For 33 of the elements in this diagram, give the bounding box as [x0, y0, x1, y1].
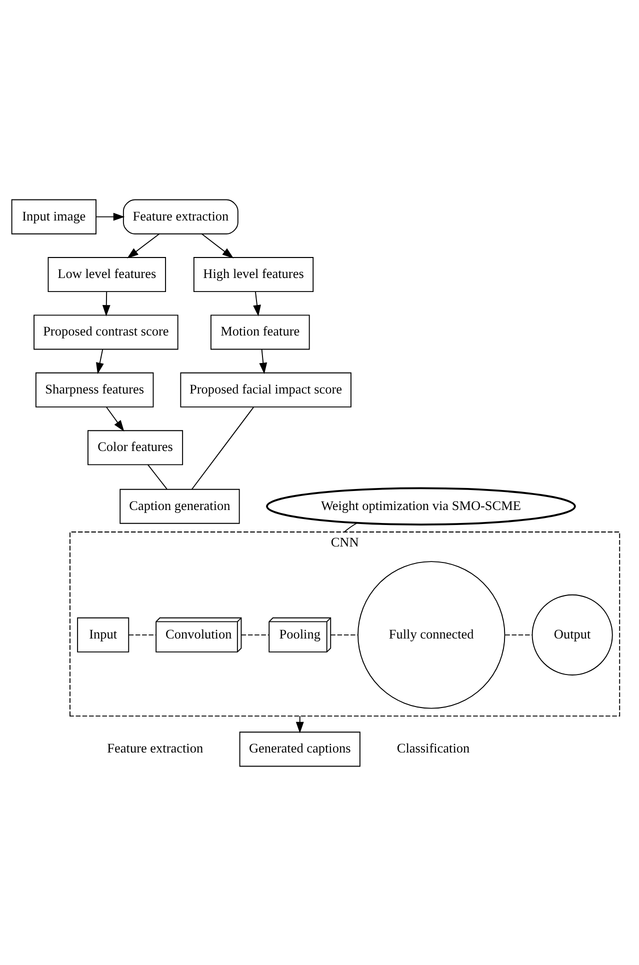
arrow: [106, 406, 124, 432]
connector: [504, 634, 533, 635]
node-box: Generated captions: [239, 731, 360, 766]
connector: [240, 634, 270, 635]
connector: [344, 522, 358, 532]
connector: [147, 464, 168, 490]
node-box: Feature extraction: [122, 198, 238, 234]
node-box: Motion feature: [210, 314, 310, 350]
label: Classification: [396, 740, 470, 756]
node-box: High level features: [193, 256, 314, 292]
arrow: [127, 232, 160, 258]
node-box: Caption generation: [120, 488, 240, 524]
arrow: [253, 290, 261, 316]
label: Feature extraction: [107, 740, 204, 756]
arrow: [96, 348, 104, 374]
node-box: Color features: [87, 430, 184, 465]
arrow: [201, 232, 234, 258]
arrow: [102, 290, 110, 316]
node-box: Sharpness features: [35, 372, 154, 407]
connector: [330, 634, 358, 635]
arrow: [296, 715, 304, 733]
node-box: Low level features: [48, 256, 166, 292]
node-circle: Fully connected: [358, 560, 506, 708]
node-box: Proposed contrast score: [34, 314, 178, 350]
arrow: [259, 348, 268, 374]
connector: [128, 634, 156, 635]
arrow: [96, 212, 125, 220]
connector: [191, 406, 254, 490]
node-box: Input image: [11, 198, 96, 234]
node-circle: Output: [532, 594, 613, 675]
node-ellipse: Weight optimization via SMO-SCME: [266, 486, 576, 525]
node-box: Proposed facial impact score: [180, 372, 352, 407]
node-box: Input: [77, 616, 130, 652]
